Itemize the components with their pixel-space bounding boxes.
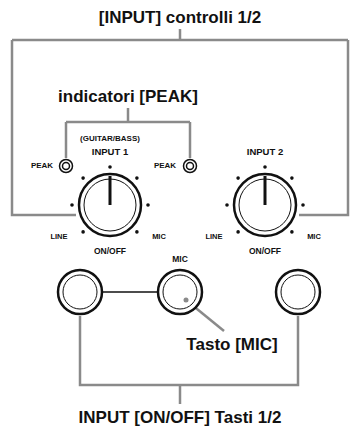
panel-print: INPUT 2 — [246, 147, 284, 157]
scale-dot — [135, 230, 139, 234]
scale-dot — [70, 203, 74, 207]
panel-print: ON/OFF — [93, 247, 127, 256]
callout-label: indicatori [PEAK] — [57, 88, 199, 107]
panel-print: LINE — [49, 233, 68, 241]
callout-title: [INPUT] controlli 1/2 — [98, 9, 262, 28]
scale-dot — [236, 176, 240, 180]
scale-dot — [290, 230, 294, 234]
panel-print: MIC — [171, 255, 189, 264]
scale-dot — [146, 203, 150, 207]
callout-label: INPUT [ON/OFF] Tasti 1/2 — [78, 409, 283, 428]
scale-dot — [81, 230, 85, 234]
panel-print: LINE — [204, 233, 223, 241]
panel-print: MIC — [151, 233, 167, 241]
brackets — [12, 29, 348, 404]
panel-print: MIC — [306, 233, 322, 241]
buttons — [58, 270, 320, 314]
led-label: PEAK — [153, 162, 177, 171]
panel-print: ON/OFF — [248, 247, 282, 256]
scale-dot — [290, 176, 294, 180]
panel-print: (GUITAR/BASS) — [79, 135, 141, 144]
scale-dot — [263, 165, 267, 169]
scale-dot — [301, 203, 305, 207]
scale-dot — [108, 165, 112, 169]
peak-leds — [60, 160, 197, 173]
scale-dot — [236, 230, 240, 234]
scale-dot — [225, 203, 229, 207]
input-knobs — [70, 165, 305, 236]
panel-print: INPUT 1 — [91, 147, 129, 157]
scale-dot — [81, 176, 85, 180]
scale-dot — [135, 176, 139, 180]
led-label: PEAK — [30, 162, 54, 171]
callout-label: Tasto [MIC] — [185, 336, 278, 355]
